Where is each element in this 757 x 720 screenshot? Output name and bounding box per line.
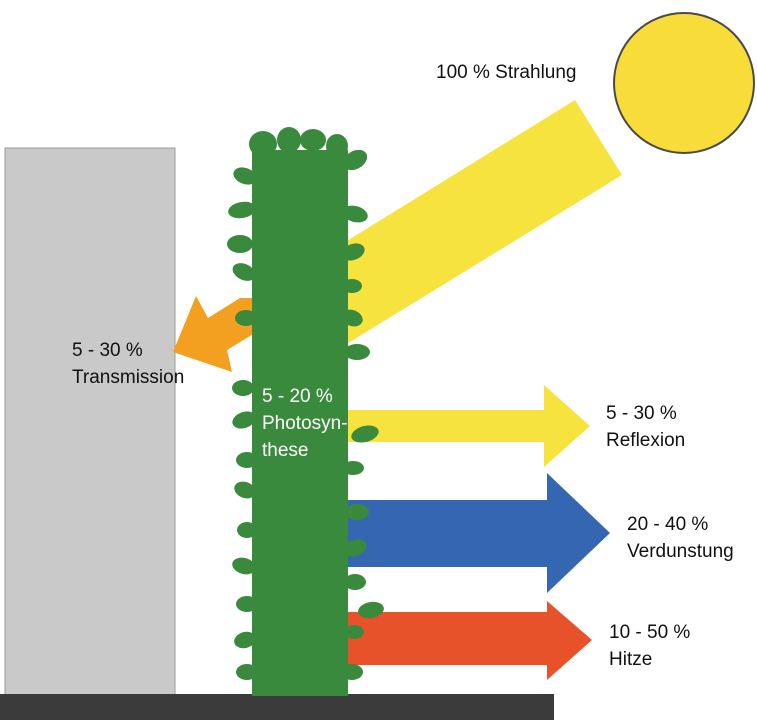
sunbeam-band — [300, 100, 622, 345]
reflection-percent: 5 - 30 % — [606, 403, 677, 424]
photosynthesis-label: 5 - 20 % Photosyn- these — [262, 386, 348, 461]
evaporation-arrow — [345, 473, 610, 593]
ground — [0, 694, 554, 720]
photosynthesis-percent: 5 - 20 % — [262, 386, 333, 407]
transmission-text: Transmission — [72, 367, 184, 388]
radiation-percent: 100 % Strahlung — [436, 62, 577, 83]
reflection-text: Reflexion — [606, 430, 685, 451]
reflection-label: 5 - 30 % Reflexion — [606, 403, 685, 451]
transmission-percent: 5 - 30 % — [72, 340, 143, 361]
photosynthesis-text-line2: these — [262, 440, 308, 461]
transmission-arrow — [173, 296, 260, 372]
evaporation-percent: 20 - 40 % — [627, 514, 708, 535]
photosynthesis-text-line1: Photosyn- — [262, 413, 348, 434]
evaporation-text: Verdunstung — [627, 541, 734, 562]
heat-arrow — [345, 601, 592, 680]
green-wall-foliage — [227, 127, 384, 696]
heat-text: Hitze — [609, 649, 652, 670]
transmission-label: 5 - 30 % Transmission — [72, 340, 184, 388]
radiation-text: Strahlung — [495, 62, 576, 83]
building-wall — [4, 147, 176, 705]
radiation-label: 100 % Strahlung — [436, 62, 577, 83]
reflection-arrow — [345, 385, 590, 467]
evaporation-label: 20 - 40 % Verdunstung — [627, 514, 734, 562]
heat-percent: 10 - 50 % — [609, 622, 690, 643]
heat-label: 10 - 50 % Hitze — [609, 622, 690, 670]
sun-icon — [613, 12, 755, 154]
